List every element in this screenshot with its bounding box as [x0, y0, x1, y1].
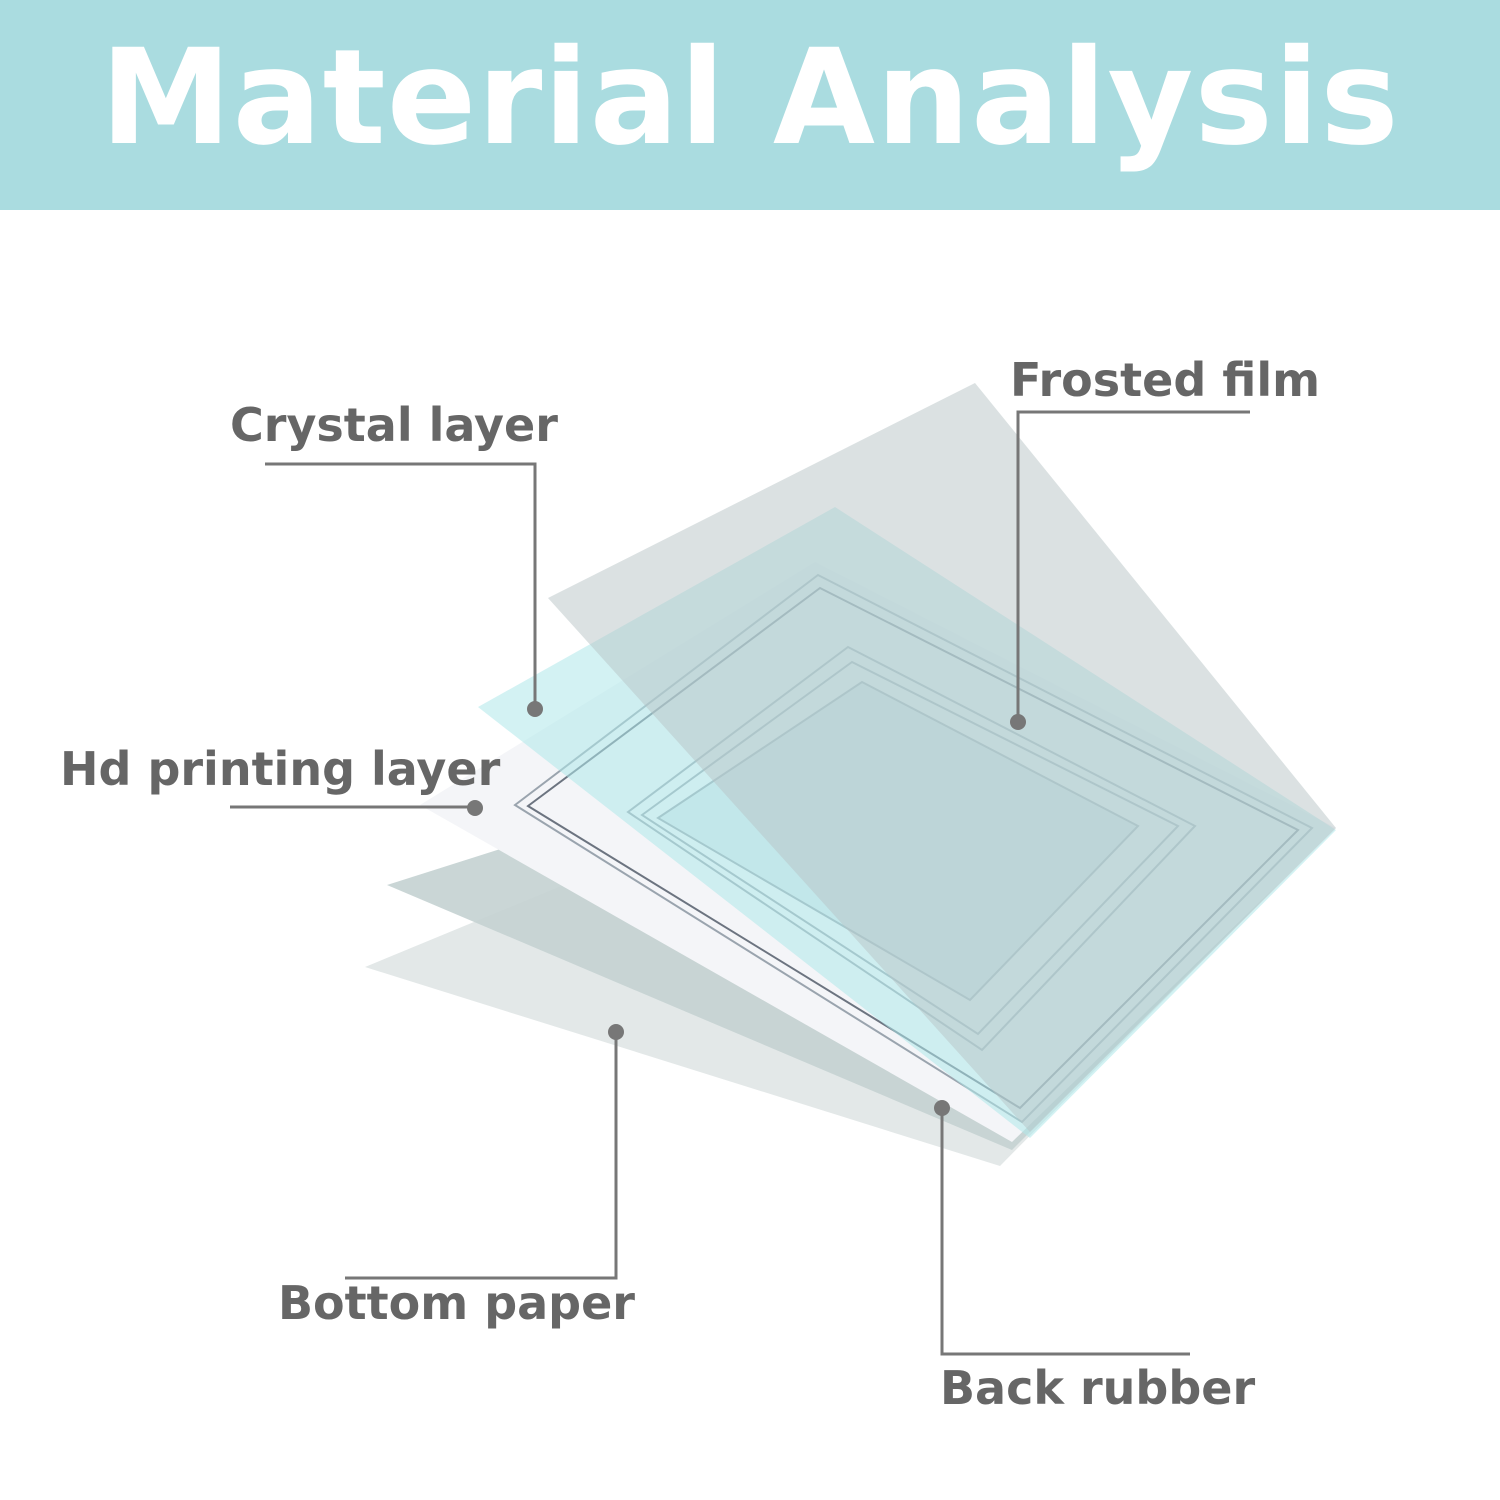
dot-bottom	[608, 1024, 624, 1040]
leader-frosted	[1016, 410, 1250, 722]
frosted-film-layer	[548, 383, 1336, 1132]
dot-frosted	[1010, 714, 1026, 730]
dot-back	[934, 1100, 950, 1116]
leader-lines	[230, 410, 1250, 1356]
dot-crystal	[527, 701, 543, 717]
label-bottom-paper: Bottom paper	[278, 1276, 635, 1330]
leader-back	[940, 1108, 1190, 1356]
label-back-rubber: Back rubber	[940, 1361, 1256, 1415]
leader-dots	[467, 701, 1026, 1116]
page-title: Material Analysis	[100, 21, 1400, 175]
leader-crystal	[265, 462, 537, 708]
leader-bottom	[345, 1032, 618, 1280]
label-crystal-layer: Crystal layer	[230, 398, 558, 452]
dot-hd	[467, 800, 483, 816]
label-hd-printing-layer: Hd printing layer	[60, 742, 501, 796]
title-banner: Material Analysis	[0, 0, 1500, 210]
label-frosted-film: Frosted film	[1010, 353, 1321, 407]
